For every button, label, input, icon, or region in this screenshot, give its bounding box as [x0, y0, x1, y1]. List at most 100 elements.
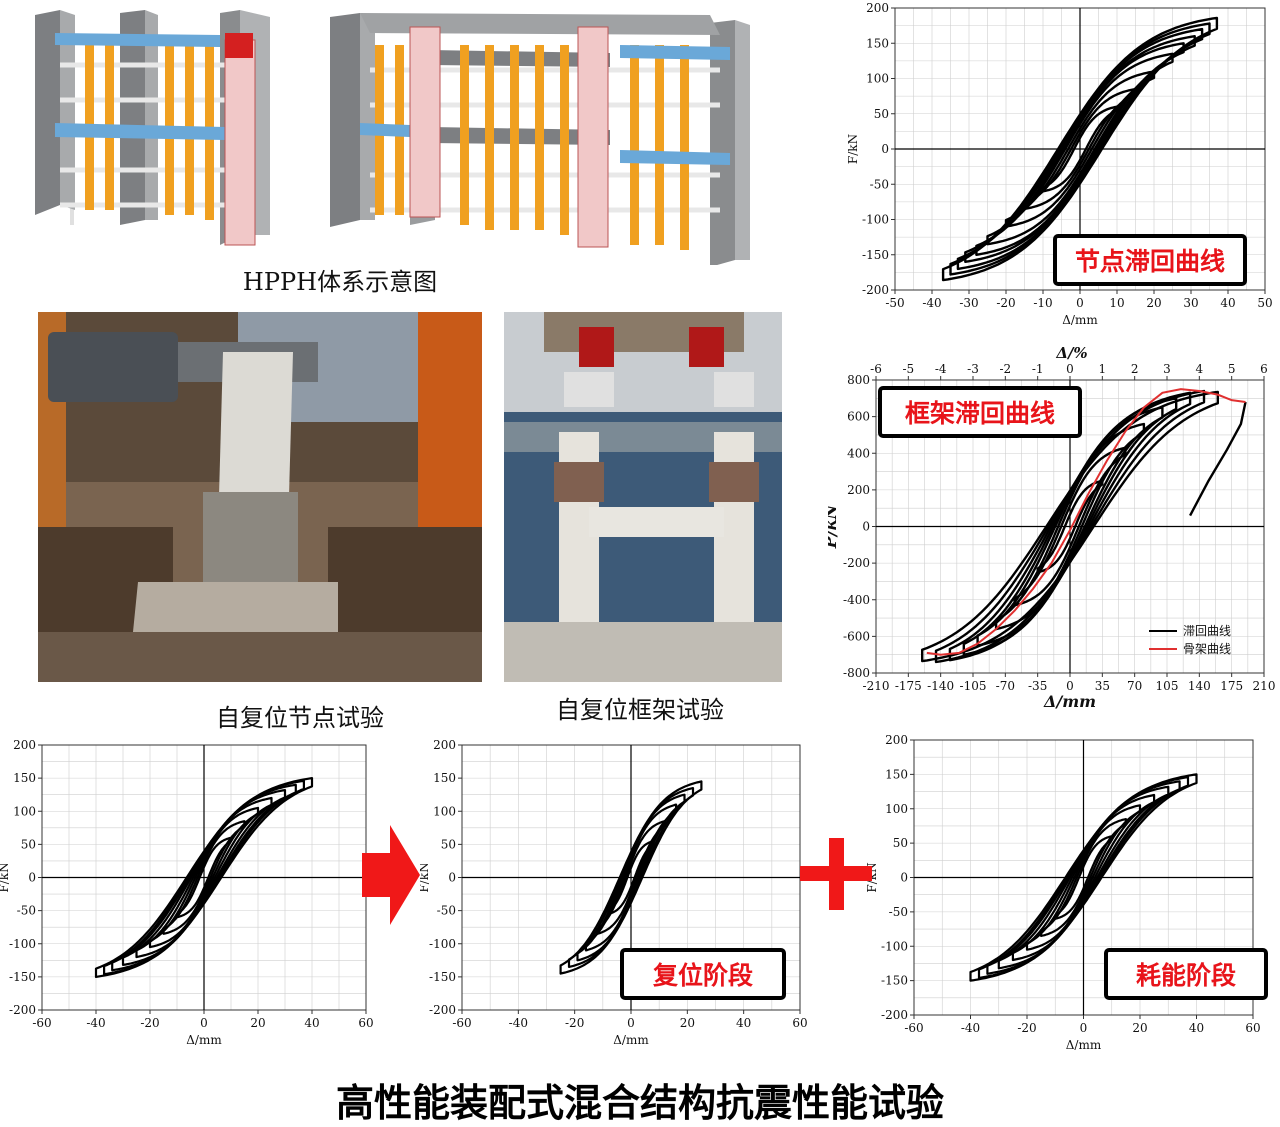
frame-test-photo: [504, 312, 782, 682]
x-axis-label: Δ/mm: [1043, 692, 1096, 711]
y-axis-label: F/kN: [0, 862, 11, 892]
x-tick-label: 60: [1245, 1021, 1260, 1035]
y-tick-label: -200: [843, 556, 870, 570]
y-tick-label: 100: [885, 802, 908, 816]
x2-tick-label: 1: [1099, 362, 1107, 376]
x-tick-label: -105: [960, 679, 987, 693]
hysteresis-loop: [941, 16, 1219, 282]
legend-label-skeleton: 骨架曲线: [1183, 642, 1231, 656]
x-tick-label: 175: [1220, 679, 1243, 693]
hysteresis-curve: [969, 773, 1198, 982]
y-tick-label: 150: [885, 767, 908, 781]
joint-test-caption: 自复位节点试验: [216, 704, 384, 732]
y-tick-label: 150: [866, 36, 889, 50]
hysteresis-loop: [969, 773, 1198, 982]
legend-label-hysteresis: 滞回曲线: [1183, 624, 1231, 638]
y-axis-label: P/kN: [828, 503, 840, 549]
x-tick-label: -40: [509, 1016, 528, 1030]
y-tick-label: -50: [870, 177, 889, 191]
x2-tick-label: 4: [1196, 362, 1204, 376]
x2-tick-label: -2: [999, 362, 1011, 376]
y-tick-label: 150: [433, 771, 456, 785]
y-tick-label: -150: [881, 974, 908, 988]
x-tick-label: 60: [792, 1016, 807, 1030]
x-tick-label: -20: [565, 1016, 584, 1030]
y-tick-label: -200: [9, 1003, 36, 1017]
x-tick-label: 105: [1156, 679, 1179, 693]
red-plus-icon: [800, 838, 872, 910]
y-tick-label: -50: [17, 904, 36, 918]
y-tick-label: 600: [847, 410, 870, 424]
descending-branch: [1189, 401, 1247, 517]
x-tick-label: 40: [736, 1016, 751, 1030]
x-tick-label: -20: [140, 1016, 159, 1030]
y-tick-label: -200: [881, 1008, 908, 1022]
x-tick-label: -10: [1033, 296, 1052, 310]
y-axis-label: F/kN: [846, 134, 860, 164]
y-tick-label: 200: [13, 738, 36, 752]
x2-tick-label: 5: [1228, 362, 1236, 376]
x-axis-label: Δ/mm: [1062, 313, 1098, 327]
hysteresis-loop: [986, 52, 1174, 246]
x-tick-label: -50: [885, 296, 904, 310]
x2-tick-label: -3: [967, 362, 979, 376]
y-tick-label: -400: [843, 593, 870, 607]
x-tick-label: -60: [452, 1016, 471, 1030]
hysteresis-loop: [921, 390, 1219, 663]
y-tick-label: -150: [9, 970, 36, 984]
y-tick-label: -150: [429, 970, 456, 984]
x2-tick-label: -5: [902, 362, 914, 376]
y-tick-label: -150: [862, 248, 889, 262]
hysteresis-loop: [948, 391, 1192, 662]
frame-test-photo-drawing: [504, 312, 782, 682]
x-tick-label: -35: [1028, 679, 1047, 693]
x-tick-label: 20: [1146, 296, 1161, 310]
x-tick-label: -60: [904, 1021, 923, 1035]
joint-test-photo-drawing: [38, 312, 482, 682]
y-tick-label: 100: [13, 804, 36, 818]
y-tick-label: -50: [889, 905, 908, 919]
x-tick-label: 0: [200, 1016, 208, 1030]
y-tick-label: 200: [885, 733, 908, 747]
y-tick-label: -200: [429, 1003, 456, 1017]
y-tick-label: 0: [900, 871, 908, 885]
joint-test-photo: [38, 312, 482, 682]
y-tick-label: -50: [437, 904, 456, 918]
x-tick-label: 0: [1066, 679, 1074, 693]
x-axis-label: Δ/mm: [1066, 1038, 1102, 1052]
y-tick-label: 200: [866, 1, 889, 15]
hysteresis-loop: [1036, 479, 1104, 574]
x-tick-label: 35: [1095, 679, 1110, 693]
x2-tick-label: 3: [1163, 362, 1171, 376]
x-tick-label: 140: [1188, 679, 1211, 693]
hysteresis-curve: [921, 389, 1247, 664]
y-tick-label: 50: [893, 836, 908, 850]
schematic-left-frame: [35, 10, 270, 246]
x-tick-label: 70: [1127, 679, 1142, 693]
hysteresis-loop: [1004, 70, 1156, 228]
y-tick-label: 200: [433, 738, 456, 752]
hysteresis-loop: [94, 777, 314, 978]
y-tick-label: 0: [862, 520, 870, 534]
x-tick-label: 20: [1132, 1021, 1147, 1035]
x-tick-label: -30: [959, 296, 978, 310]
x-tick-label: -175: [895, 679, 922, 693]
x-tick-label: 50: [1257, 296, 1272, 310]
schematic-caption: HPPH体系示意图: [242, 268, 438, 296]
x-tick-label: 10: [1109, 296, 1124, 310]
y-tick-label: 400: [847, 446, 870, 460]
x-tick-label: -60: [32, 1016, 51, 1030]
y-tick-label: 0: [28, 871, 36, 885]
x-tick-label: 0: [627, 1016, 635, 1030]
hysteresis-curve: [941, 16, 1219, 282]
x-tick-label: -40: [922, 296, 941, 310]
x-tick-label: -40: [961, 1021, 980, 1035]
y-axis-label: F/kN: [420, 862, 431, 892]
frame-hysteresis-label: 框架滞回曲线: [878, 386, 1082, 438]
page-footer-title: 高性能装配式混合结构抗震性能试验: [335, 1081, 944, 1125]
x2-tick-label: -4: [935, 362, 947, 376]
